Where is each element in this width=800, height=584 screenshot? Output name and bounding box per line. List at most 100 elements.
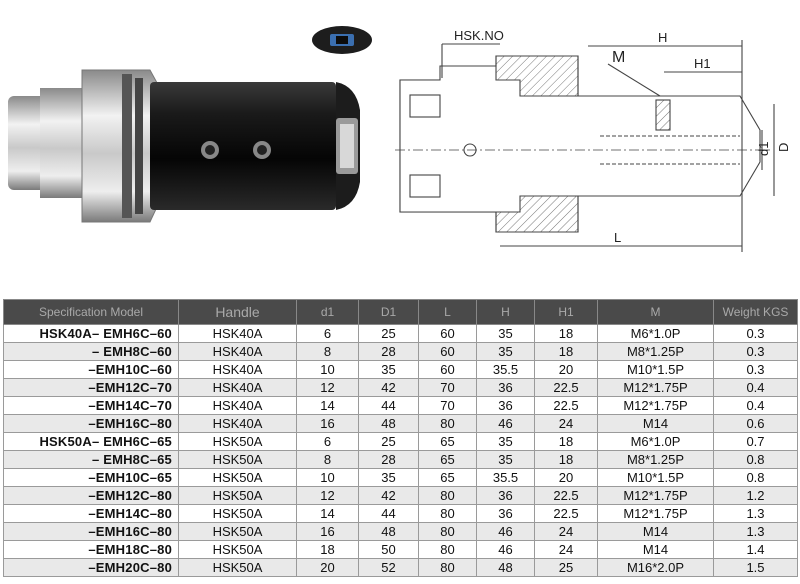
cell-l: 80 (418, 522, 477, 541)
cell-l: 80 (418, 414, 477, 433)
cell-weight: 1.2 (713, 486, 798, 505)
cell-d1-upper: 48 (358, 522, 419, 541)
cell-h1: 22.5 (534, 378, 598, 397)
specification-table: Specification Model Handle d1 D1 L H H1 … (3, 299, 798, 577)
cell-d1-upper: 28 (358, 342, 419, 361)
cell-m: M10*1.5P (597, 360, 714, 379)
cell-spec-model: –EMH14C–70 (3, 396, 179, 415)
cell-l: 60 (418, 360, 477, 379)
cell-spec-model: – EMH8C–60 (3, 342, 179, 361)
cell-handle: HSK40A (178, 378, 297, 397)
cell-spec-model: HSK40A– EMH6C–60 (3, 324, 179, 343)
cell-m: M14 (597, 540, 714, 559)
cell-h1: 24 (534, 540, 598, 559)
l-label: L (614, 230, 621, 245)
cell-h1: 20 (534, 468, 598, 487)
cell-d1: 14 (296, 504, 359, 523)
cell-weight: 0.6 (713, 414, 798, 433)
cell-h1: 18 (534, 432, 598, 451)
header-spec-model: Specification Model (3, 299, 179, 325)
cell-d1-upper: 42 (358, 486, 419, 505)
cell-d1: 16 (296, 522, 359, 541)
cell-h1: 18 (534, 450, 598, 469)
cell-handle: HSK40A (178, 324, 297, 343)
cell-h1: 24 (534, 522, 598, 541)
cell-l: 80 (418, 558, 477, 577)
cell-d1-upper: 44 (358, 504, 419, 523)
cell-d1: 6 (296, 324, 359, 343)
header-l: L (418, 299, 477, 325)
cell-spec-model: –EMH12C–80 (3, 486, 179, 505)
cell-d1-upper: 48 (358, 414, 419, 433)
header-weight: Weight KGS (713, 299, 798, 325)
cell-m: M6*1.0P (597, 324, 714, 343)
cell-h1: 22.5 (534, 486, 598, 505)
cell-spec-model: –EMH12C–70 (3, 378, 179, 397)
cell-d1: 18 (296, 540, 359, 559)
cell-handle: HSK40A (178, 342, 297, 361)
cell-h1: 22.5 (534, 396, 598, 415)
header-h1: H1 (534, 299, 598, 325)
cell-h1: 20 (534, 360, 598, 379)
cell-handle: HSK50A (178, 540, 297, 559)
header-d1-upper: D1 (358, 299, 419, 325)
cell-l: 65 (418, 432, 477, 451)
cell-d1: 8 (296, 450, 359, 469)
cell-h: 35 (476, 324, 535, 343)
cell-h1: 25 (534, 558, 598, 577)
cell-d1-upper: 25 (358, 324, 419, 343)
table-header-row: Specification Model Handle d1 D1 L H H1 … (3, 299, 798, 325)
cell-spec-model: –EMH18C–80 (3, 540, 179, 559)
header-h: H (476, 299, 535, 325)
h1-label: H1 (694, 56, 711, 71)
cell-m: M8*1.25P (597, 450, 714, 469)
cell-l: 70 (418, 378, 477, 397)
cell-d1: 10 (296, 468, 359, 487)
cell-l: 65 (418, 468, 477, 487)
cell-d1-upper: 42 (358, 378, 419, 397)
cell-l: 80 (418, 540, 477, 559)
cell-d1: 20 (296, 558, 359, 577)
cell-d1-upper: 44 (358, 396, 419, 415)
diameter-label: D (776, 143, 791, 152)
header-m: M (597, 299, 714, 325)
cell-h: 35 (476, 342, 535, 361)
cell-weight: 1.4 (713, 540, 798, 559)
cell-spec-model: –EMH14C–80 (3, 504, 179, 523)
cell-m: M12*1.75P (597, 504, 714, 523)
hsk-no-label: HSK.NO (454, 28, 504, 43)
cell-spec-model: –EMH10C–65 (3, 468, 179, 487)
set-screw-thumbnail (312, 26, 372, 54)
cell-weight: 0.7 (713, 432, 798, 451)
cell-handle: HSK50A (178, 450, 297, 469)
cell-weight: 1.3 (713, 522, 798, 541)
cell-h1: 18 (534, 342, 598, 361)
cell-h: 46 (476, 522, 535, 541)
cell-h1: 24 (534, 414, 598, 433)
cell-h: 35.5 (476, 360, 535, 379)
cell-h: 36 (476, 378, 535, 397)
cell-h: 46 (476, 540, 535, 559)
cell-d1-upper: 35 (358, 468, 419, 487)
cell-l: 60 (418, 324, 477, 343)
cell-weight: 0.4 (713, 396, 798, 415)
cell-m: M12*1.75P (597, 396, 714, 415)
cell-m: M12*1.75P (597, 378, 714, 397)
m-label: M (612, 49, 625, 66)
cell-h: 35.5 (476, 468, 535, 487)
cell-h: 35 (476, 432, 535, 451)
cell-d1-upper: 28 (358, 450, 419, 469)
cell-d1-upper: 52 (358, 558, 419, 577)
cell-l: 70 (418, 396, 477, 415)
cell-d1-upper: 50 (358, 540, 419, 559)
product-drawing-area: HSK.NO M H H1 d1 D L (8, 26, 791, 252)
cell-d1: 14 (296, 396, 359, 415)
cell-weight: 0.4 (713, 378, 798, 397)
